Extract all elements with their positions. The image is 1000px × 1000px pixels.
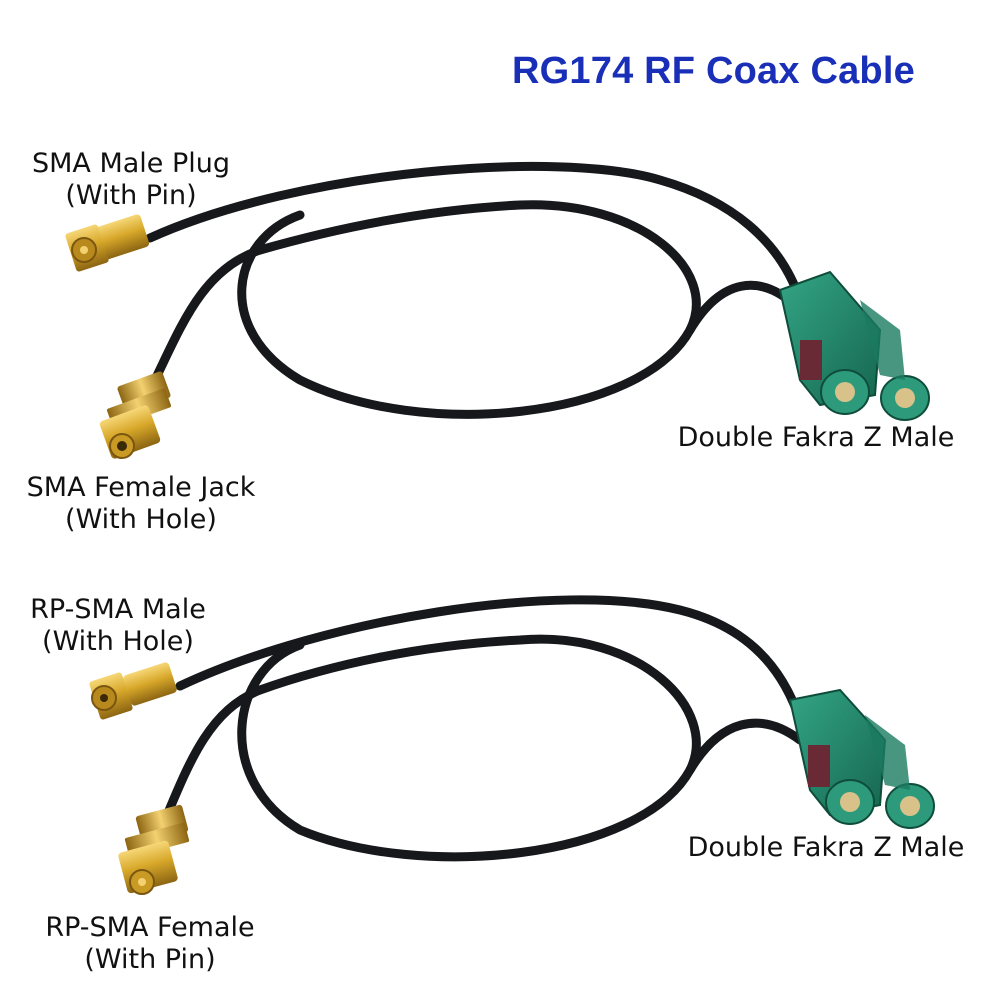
label-sma-female: SMA Female Jack (With Hole): [14, 472, 268, 536]
label-rp-sma-male-line1: RP-SMA Male: [30, 594, 206, 625]
top-cable-loop: [237, 200, 701, 419]
product-title: RG174 RF Coax Cable: [512, 50, 915, 92]
top-cable-outer: [145, 161, 805, 305]
label-sma-male-line2: (With Pin): [65, 180, 197, 211]
top-cable-female: [145, 245, 265, 395]
bottom-fakra-connector: [788, 688, 935, 829]
bottom-cable-loop: [237, 634, 701, 862]
sma-female-connector: [99, 371, 171, 459]
label-bottom-fakra: Double Fakra Z Male: [678, 832, 974, 864]
label-rp-sma-male-line2: (With Hole): [42, 626, 194, 657]
bottom-cable-assembly: [89, 595, 935, 895]
rp-sma-male-connector: [89, 662, 177, 720]
label-sma-male: SMA Male Plug (With Pin): [22, 148, 240, 212]
bottom-cable-to-fakra: [685, 718, 805, 775]
rp-sma-female-connector: [118, 804, 190, 895]
label-rp-sma-female-line1: RP-SMA Female: [45, 912, 255, 943]
label-top-fakra: Double Fakra Z Male: [668, 422, 964, 454]
label-bottom-fakra-line1: Double Fakra Z Male: [687, 832, 965, 863]
label-sma-female-line2: (With Hole): [65, 504, 217, 535]
label-rp-sma-female: RP-SMA Female (With Pin): [34, 912, 266, 976]
top-fakra-connector: [778, 270, 930, 421]
label-sma-female-line1: SMA Female Jack: [26, 472, 256, 503]
label-sma-male-line1: SMA Male Plug: [31, 148, 231, 179]
sma-male-connector: [65, 214, 150, 272]
label-rp-sma-female-line2: (With Pin): [84, 944, 216, 975]
label-top-fakra-line1: Double Fakra Z Male: [677, 422, 955, 453]
top-cable-assembly: [65, 161, 930, 459]
bottom-cable-female: [160, 685, 265, 825]
label-rp-sma-male: RP-SMA Male (With Hole): [20, 594, 216, 658]
